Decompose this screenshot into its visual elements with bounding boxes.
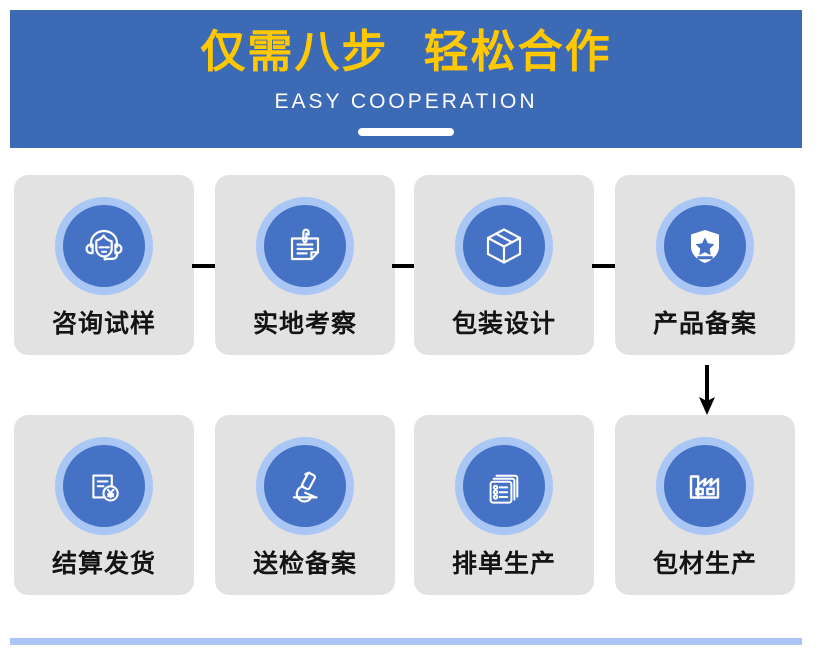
step-icon-disc-4 [664, 205, 746, 287]
step-label-2: 实地考察 [252, 309, 357, 338]
headset-support-icon [78, 220, 130, 272]
factory-icon [681, 462, 729, 510]
step-card-4[interactable]: 产品备案 [615, 175, 795, 355]
microscope-icon [281, 462, 329, 510]
arrow-step4-to-step5 [696, 365, 718, 415]
step-label-4: 产品备案 [652, 309, 757, 338]
step-card-2[interactable]: 实地考察 [215, 175, 395, 355]
step-icon-ring-3 [455, 197, 553, 295]
banner-subtitle: EASY COOPERATION [274, 89, 538, 113]
step-icon-disc-5 [664, 445, 746, 527]
step-icon-ring-6 [455, 437, 553, 535]
step-icon-ring-2 [256, 197, 354, 295]
step-card-6[interactable]: 排单生产 [414, 415, 594, 595]
step-label-3: 包装设计 [451, 309, 556, 338]
step-icon-disc-7 [264, 445, 346, 527]
order-list-icon [480, 462, 528, 510]
step-label-1: 咨询试样 [51, 309, 156, 338]
step-icon-ring-8 [55, 437, 153, 535]
header-banner: 仅需八步 轻松合作 EASY COOPERATION [10, 10, 802, 148]
step-icon-ring-7 [256, 437, 354, 535]
step-icon-disc-1 [63, 205, 145, 287]
step-icon-ring-5 [656, 437, 754, 535]
step-card-5[interactable]: 包材生产 [615, 415, 795, 595]
step-label-5: 包材生产 [652, 549, 757, 578]
bottom-divider-bar [10, 638, 802, 645]
step-label-7: 送检备案 [252, 549, 357, 578]
step-card-8[interactable]: 结算发货 [14, 415, 194, 595]
step-label-6: 排单生产 [451, 549, 556, 578]
step-card-1[interactable]: 咨询试样 [14, 175, 194, 355]
step-icon-disc-8 [63, 445, 145, 527]
step-icon-ring-4 [656, 197, 754, 295]
step-label-8: 结算发货 [51, 549, 156, 578]
clipboard-document-icon [280, 221, 330, 271]
process-steps-container: 咨询试样 实地考察 [0, 160, 822, 600]
step-card-7[interactable]: 送检备案 [215, 415, 395, 595]
step-icon-ring-1 [55, 197, 153, 295]
step-card-3[interactable]: 包装设计 [414, 175, 594, 355]
step-icon-disc-3 [463, 205, 545, 287]
step-icon-disc-6 [463, 445, 545, 527]
step-icon-disc-2 [264, 205, 346, 287]
invoice-yen-icon [80, 462, 128, 510]
package-box-icon [480, 222, 528, 270]
banner-title: 仅需八步 轻松合作 [200, 25, 612, 78]
shield-star-icon [681, 222, 729, 270]
banner-divider-rule [358, 127, 454, 136]
